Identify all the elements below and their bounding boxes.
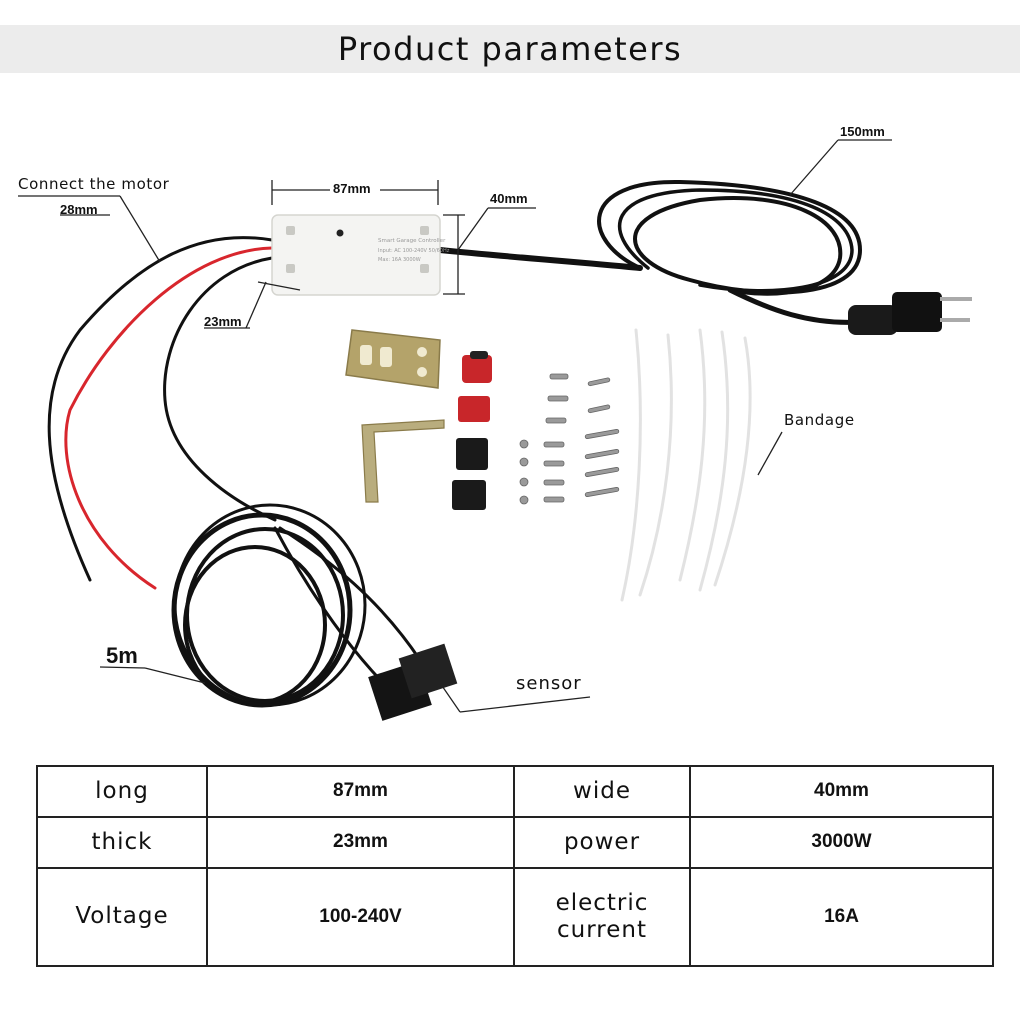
brackets xyxy=(345,329,445,503)
callout-bandage: Bandage xyxy=(784,411,855,429)
param-value: 23mm xyxy=(206,815,515,869)
param-label: long xyxy=(36,765,208,818)
module-label-line2: Input: AC 100-240V 50/60Hz xyxy=(378,248,450,254)
callout-thickness-23: 23mm xyxy=(204,314,242,329)
table-row: Voltage 100-240V electric current 16A xyxy=(36,866,994,968)
callout-cable-5m: 5m xyxy=(106,643,138,668)
dimension-lines xyxy=(18,139,892,713)
param-label-line1: electric xyxy=(555,889,649,916)
parameters-table: long 87mm wide 40mm thick 23mm power 300… xyxy=(36,765,994,968)
param-label-line2: current xyxy=(557,916,647,943)
callout-width-40: 40mm xyxy=(490,191,528,206)
module-label-line3: Max: 16A 3000W xyxy=(378,257,421,263)
screws xyxy=(519,373,620,505)
module-label-line1: Smart Garage Controller xyxy=(378,238,446,244)
cable-ties xyxy=(620,328,752,602)
motor-wires xyxy=(47,236,274,590)
param-label: Voltage xyxy=(36,866,208,968)
product-photo: Smart Garage Controller Input: AC 100-24… xyxy=(0,95,1020,735)
param-value: 40mm xyxy=(689,765,994,818)
controller-module: Smart Garage Controller Input: AC 100-24… xyxy=(271,214,450,296)
power-cord xyxy=(437,179,863,325)
page-title: Product parameters xyxy=(337,30,683,68)
plug xyxy=(848,292,972,335)
callout-wire-length: 28mm xyxy=(60,202,98,217)
param-value: 16A xyxy=(689,866,994,968)
title-bar: Product parameters xyxy=(0,25,1020,73)
param-value: 87mm xyxy=(206,765,515,818)
param-label: power xyxy=(513,815,691,869)
param-label: wide xyxy=(513,765,691,818)
callout-cord-150: 150mm xyxy=(840,124,885,139)
param-value: 100-240V xyxy=(206,866,515,968)
callout-connect-motor: Connect the motor xyxy=(18,175,170,193)
callout-sensor: sensor xyxy=(516,673,582,694)
sensor-covers xyxy=(452,351,492,510)
sensor-cable xyxy=(163,256,422,708)
param-label-multiline: electric current xyxy=(513,866,691,968)
table-row: long 87mm wide 40mm xyxy=(36,765,994,818)
param-value: 3000W xyxy=(689,815,994,869)
sensor-blocks xyxy=(368,643,458,721)
callout-length-87: 87mm xyxy=(333,181,371,196)
param-label: thick xyxy=(36,815,208,869)
table-row: thick 23mm power 3000W xyxy=(36,815,994,869)
